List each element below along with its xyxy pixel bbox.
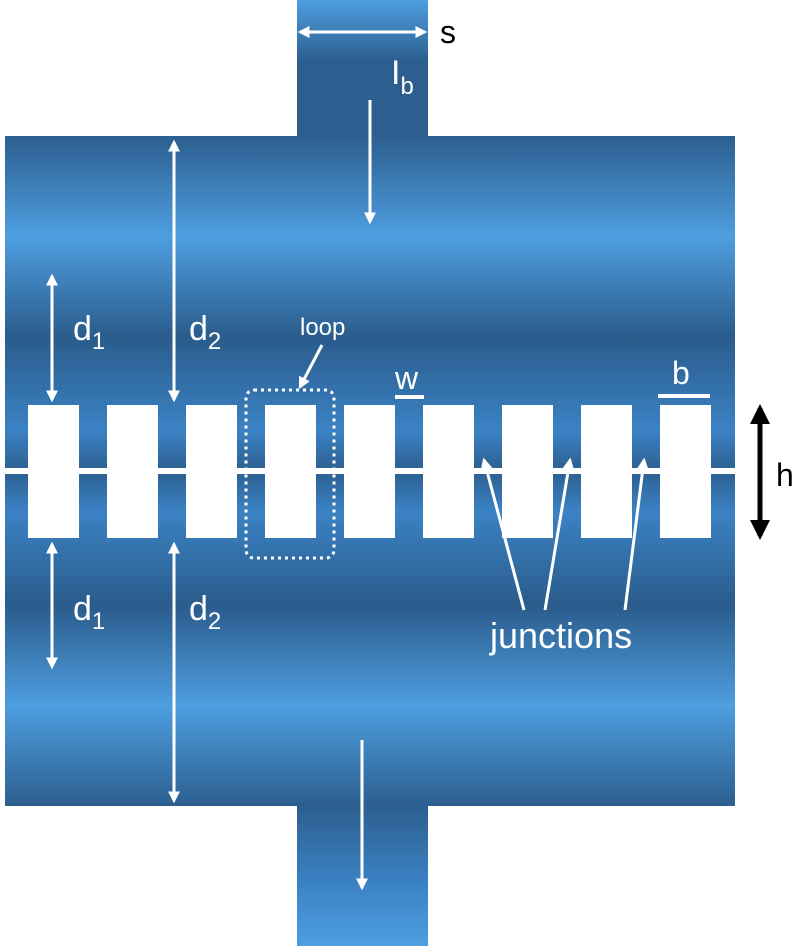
top-lead — [297, 0, 428, 140]
junctions-label: junctions — [489, 615, 632, 656]
w-label: w — [394, 360, 419, 396]
d2-bottom-main: d — [189, 590, 208, 628]
b-label: b — [672, 355, 690, 391]
ib-label: Ib — [391, 54, 414, 100]
junction-pointer-arrow — [480, 457, 526, 611]
hole — [28, 405, 79, 538]
d1-bottom-label: d1 — [73, 590, 105, 635]
d1-bottom-main: d — [73, 590, 92, 628]
d1-bottom-sub: 1 — [92, 608, 105, 635]
junction-pointer-arrow — [543, 457, 575, 611]
d2-top-sub: 2 — [208, 328, 221, 355]
ib-label-main: I — [391, 54, 400, 92]
loop-pointer-arrow — [298, 344, 324, 390]
d1-top-main: d — [73, 310, 92, 348]
s-label: s — [440, 14, 456, 50]
h-label: h — [776, 457, 794, 493]
d1-top-label: d1 — [73, 310, 105, 355]
hole — [502, 405, 553, 538]
junction-pointer-arrow — [623, 457, 649, 611]
hole — [186, 405, 237, 538]
d2-bottom-sub: 2 — [208, 608, 221, 635]
d2-bottom-label: d2 — [189, 590, 221, 635]
hole — [265, 405, 316, 538]
hole — [344, 405, 395, 538]
d1-top-sub: 1 — [92, 328, 105, 355]
d2-top-main: d — [189, 310, 208, 348]
ib-label-sub: b — [400, 73, 413, 100]
loop-label: loop — [300, 314, 345, 341]
hole-row — [28, 405, 711, 538]
hole — [423, 405, 474, 538]
d2-top-label: d2 — [189, 310, 221, 355]
hole — [660, 405, 711, 538]
hole — [581, 405, 632, 538]
hole — [107, 405, 158, 538]
loop-outline — [244, 388, 336, 560]
